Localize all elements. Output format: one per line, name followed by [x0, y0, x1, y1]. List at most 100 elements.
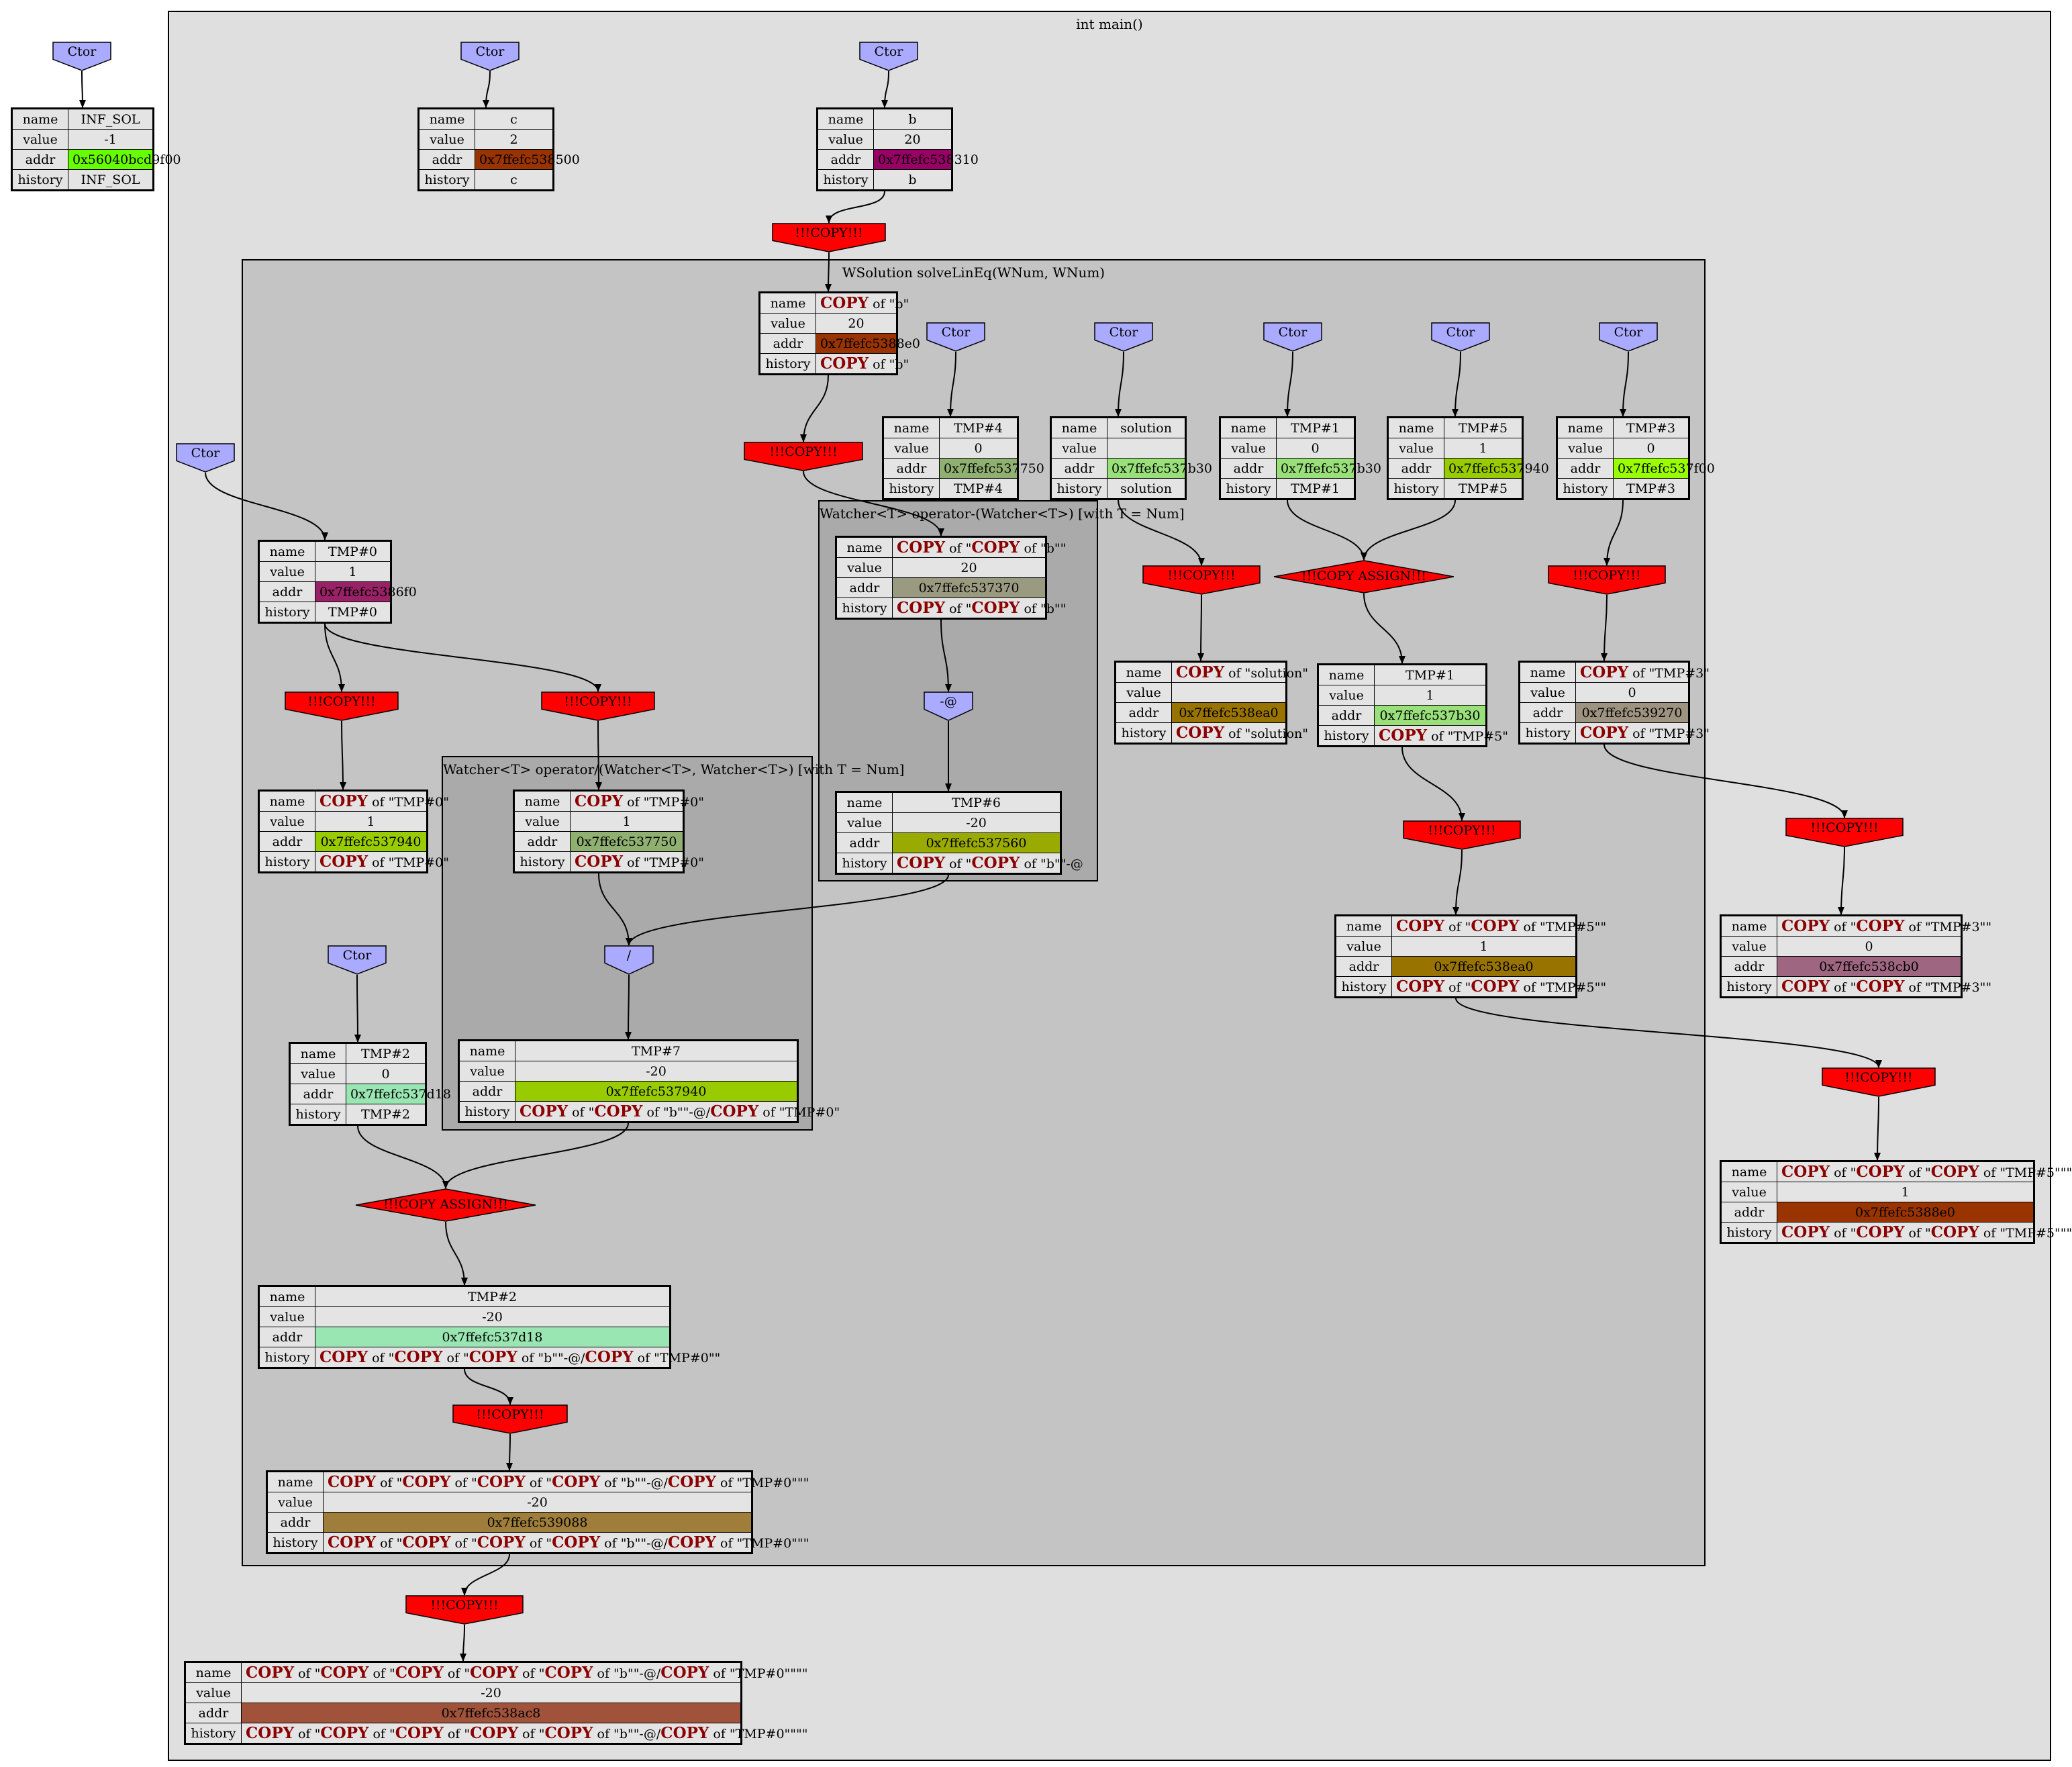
field-value-history: TMP#2: [346, 1104, 426, 1125]
copy-node-copy_tmp5b: !!!COPY!!!: [1403, 820, 1521, 850]
copy-assign-node-ca2: !!!COPY ASSIGN!!!: [355, 1188, 536, 1222]
copy-keyword: COPY: [402, 1473, 451, 1491]
field-label-addr: addr: [1519, 702, 1576, 723]
copy-keyword: COPY: [1580, 663, 1629, 681]
node-shape: [1599, 322, 1658, 352]
copy-node-copy_tmp3: !!!COPY!!!: [1548, 565, 1666, 595]
cluster-title-operator-divide: Watcher<T> operator/(Watcher<T>, Watcher…: [443, 761, 905, 777]
field-label-name: name: [1720, 1161, 1777, 1182]
copy-node-copy_tmp3b: !!!COPY!!!: [1785, 818, 1904, 847]
operator-node-div: /: [604, 945, 654, 975]
record-row-value: value-20: [185, 1682, 742, 1703]
copy-keyword: COPY: [897, 599, 946, 617]
field-value-addr: 0x7ffefc537940: [1444, 458, 1549, 479]
field-label-name: name: [759, 292, 816, 314]
field-label-addr: addr: [1220, 458, 1277, 479]
field-value-history: COPY of "TMP#0": [570, 851, 704, 873]
node-shape: [541, 691, 655, 721]
cluster-title-operator-negate: Watcher<T> operator-(Watcher<T>) [with T…: [820, 506, 1185, 522]
copy-keyword: COPY: [1176, 724, 1225, 742]
field-value-addr: 0x7ffefc537d18: [315, 1327, 671, 1347]
field-label-value: value: [759, 313, 816, 334]
node-label: Ctor: [1109, 325, 1138, 340]
field-label-value: value: [418, 129, 475, 150]
node-label: !!!COPY!!!: [476, 1407, 544, 1423]
copy-keyword: COPY: [1396, 977, 1445, 996]
copy-keyword: COPY: [1856, 1223, 1905, 1241]
field-value-name: TMP#2: [346, 1043, 426, 1064]
copy-keyword: COPY: [319, 1348, 368, 1366]
field-label-name: name: [1220, 417, 1277, 438]
field-value-value: 0: [1575, 682, 1689, 703]
node-label: Ctor: [1278, 325, 1308, 340]
field-value-history: c: [475, 169, 554, 191]
field-value-history: TMP#4: [939, 478, 1018, 499]
field-value-history: INF_SOL: [68, 169, 154, 191]
field-label-addr: addr: [836, 832, 893, 853]
node-label: Ctor: [191, 446, 220, 461]
field-value-history: COPY of "COPY of "b""-@: [892, 853, 1083, 874]
field-value-value: [1107, 438, 1186, 459]
field-value-value: 1: [1444, 438, 1523, 459]
field-value-history: b: [873, 169, 952, 191]
node-shape: [52, 42, 111, 71]
field-label-name: name: [836, 536, 893, 558]
copy-keyword: COPY: [1471, 977, 1520, 996]
field-value-value: 1: [1777, 1182, 2034, 1202]
field-value-value: 2: [475, 129, 554, 150]
field-label-name: name: [1318, 664, 1375, 685]
node-label: /: [626, 948, 632, 963]
field-label-name: name: [883, 417, 940, 438]
copy-keyword: COPY: [971, 854, 1020, 872]
field-value-value: -20: [323, 1492, 752, 1513]
copy-keyword: COPY: [897, 854, 946, 872]
field-label-addr: addr: [258, 1327, 315, 1347]
field-label-value: value: [266, 1492, 324, 1513]
copy-keyword: COPY: [544, 1664, 593, 1682]
field-label-value: value: [836, 557, 893, 578]
ctor-node-ctor1: Ctor: [460, 42, 520, 71]
copy-keyword: COPY: [1856, 977, 1905, 996]
copy-node-copy_t0a: !!!COPY!!!: [285, 691, 399, 721]
node-label: !!!COPY ASSIGN!!!: [1301, 569, 1427, 583]
record-row-value: value-20: [836, 812, 1061, 833]
field-value-history: COPY of "COPY of "b"": [892, 598, 1066, 619]
node-outline: [1142, 565, 1261, 595]
node-label: Ctor: [67, 44, 97, 60]
copy-keyword: COPY: [1930, 1163, 1979, 1181]
field-value-addr: 0x7ffefc537d18: [346, 1084, 451, 1104]
field-value-name: COPY of "TMP#0": [570, 790, 704, 812]
field-label-addr: addr: [266, 1512, 324, 1533]
field-label-addr: addr: [883, 458, 940, 479]
field-value-addr: 0x7ffefc537750: [570, 831, 684, 852]
copy-keyword: COPY: [1930, 1223, 1979, 1241]
field-label-history: history: [418, 169, 475, 191]
field-label-name: name: [513, 790, 571, 812]
field-value-name: TMP#5: [1444, 417, 1523, 438]
field-value-name: solution: [1107, 417, 1186, 438]
field-label-history: history: [836, 598, 893, 619]
